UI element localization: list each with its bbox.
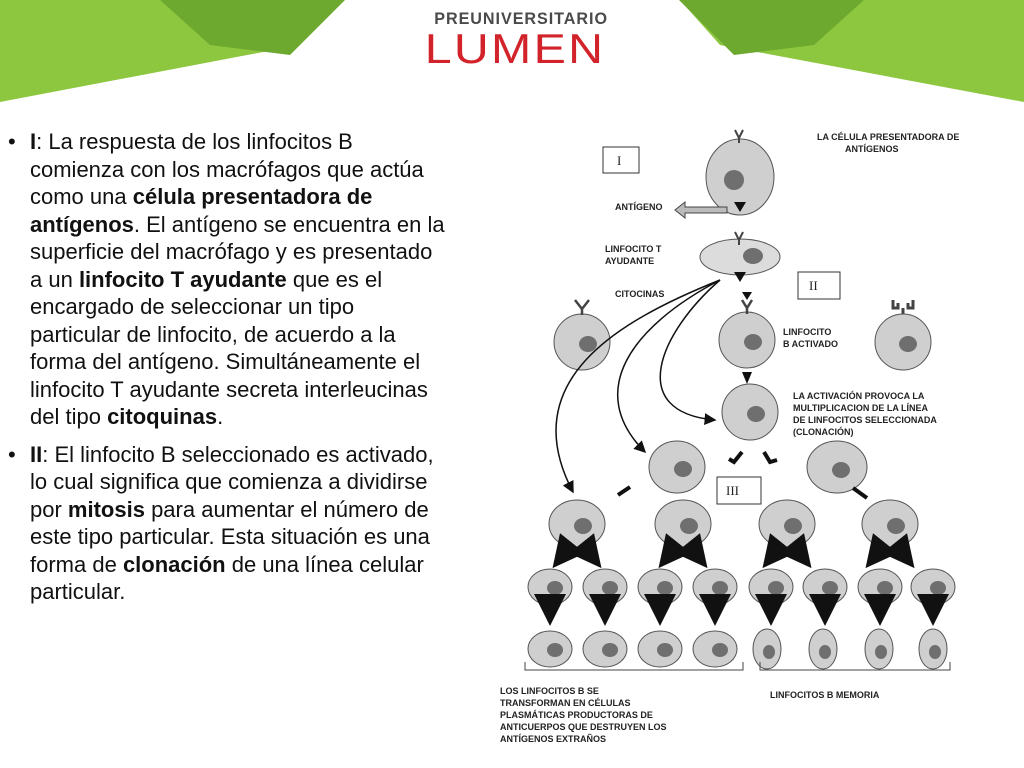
logo-main-text: LUMEN bbox=[424, 25, 606, 72]
box-i-label: I bbox=[617, 153, 621, 168]
bullet-bold-text: citoquinas bbox=[107, 404, 218, 429]
box-i: I bbox=[602, 146, 640, 174]
box-ii: II bbox=[797, 271, 841, 300]
cytokine-arrows bbox=[555, 279, 721, 494]
row5-cell-2 bbox=[582, 568, 628, 606]
label-t-helper-2: AYUDANTE bbox=[605, 256, 654, 266]
label-t-helper-1: LINFOCITO T bbox=[605, 244, 662, 254]
row4-arrow-right-3 bbox=[779, 533, 812, 569]
bullet-text: : El linfocito B seleccionado es activad… bbox=[30, 441, 434, 522]
bottom-brackets bbox=[524, 662, 951, 671]
row5-cell-8 bbox=[910, 568, 956, 606]
row5-cell-5 bbox=[748, 568, 794, 606]
bullet-marker: • bbox=[8, 129, 16, 154]
row4-cell-3 bbox=[758, 499, 816, 549]
memory-cell-3 bbox=[864, 628, 894, 670]
slide-text: • I: La respuesta de los linfocitos B com… bbox=[8, 128, 448, 616]
label-plasma-3: PLASMÁTICAS PRODUCTORAS DE bbox=[500, 710, 653, 720]
label-plasma-cells: LOS LINFOCITOS B SE TRANSFORMAN EN CÉLUL… bbox=[500, 686, 667, 742]
row4-arrow-left-4 bbox=[865, 533, 898, 569]
figure-title-line-2: ANTÍGENOS bbox=[845, 144, 899, 154]
t-helper-cell bbox=[699, 231, 781, 282]
memory-cell-4 bbox=[918, 628, 948, 670]
b-cell-left-receptor bbox=[553, 299, 611, 371]
row5-cell-4 bbox=[692, 568, 738, 606]
row4-arrow-right-4 bbox=[882, 533, 915, 569]
bullet-text: para aumentar el número de este tipo par… bbox=[30, 496, 430, 577]
bullet-text: que es el encargado de seleccionar un ti… bbox=[30, 266, 428, 430]
clone-cell-1 bbox=[721, 383, 779, 441]
bullet-text: . bbox=[217, 404, 224, 429]
label-activation-4: (CLONACIÓN) bbox=[793, 426, 854, 437]
clone-cell-3 bbox=[806, 440, 868, 494]
label-antigen: ANTÍGENO bbox=[615, 202, 663, 212]
cell-row-6 bbox=[527, 628, 948, 670]
brand-logo: PREUNIVERSITARIO LUMEN bbox=[425, 9, 608, 70]
clone-cell-2 bbox=[648, 440, 706, 494]
row4-cell-2 bbox=[654, 499, 712, 549]
label-plasma-4: ANTICUERPOS QUE DESTRUYEN LOS bbox=[500, 722, 667, 732]
bullet-bold-text: I bbox=[30, 129, 37, 154]
figure-title: LA CÉLULA PRESENTADORA DE ANTÍGENOS bbox=[817, 132, 959, 154]
memory-cell-2 bbox=[808, 628, 838, 670]
row5-cell-7 bbox=[857, 568, 903, 606]
figure-title-line-1: LA CÉLULA PRESENTADORA DE bbox=[817, 132, 959, 142]
plasma-cell-3 bbox=[637, 630, 683, 668]
row4-arrow-right-1 bbox=[569, 533, 602, 569]
plasma-cell-1 bbox=[527, 630, 573, 668]
immune-response-diagram: LA CÉLULA PRESENTADORA DE ANTÍGENOS I II… bbox=[500, 129, 959, 742]
label-activation-1: LA ACTIVACIÓN PROVOCA LA bbox=[793, 390, 925, 401]
label-activation-2: MULTIPLICACION DE LA LÍNEA bbox=[793, 403, 928, 413]
label-plasma-5: ANTÍGENOS EXTRAÑOS bbox=[500, 734, 606, 742]
memory-cell-1 bbox=[752, 628, 782, 670]
bullet-marker: • bbox=[8, 441, 16, 467]
row4-arrow-left-3 bbox=[762, 533, 795, 569]
bullet-bold-text: II bbox=[30, 441, 43, 467]
row5-cell-3 bbox=[637, 568, 683, 606]
row4-arrow-left-1 bbox=[552, 533, 585, 569]
bullet-2: • II: El linfocito B seleccionado es acti… bbox=[8, 441, 448, 606]
b-cell-activated bbox=[718, 292, 776, 384]
row5-cell-1 bbox=[527, 568, 573, 606]
row4-arrow-right-2 bbox=[675, 533, 708, 569]
label-memory: LINFOCITOS B MEMORIA bbox=[770, 690, 880, 700]
label-b-activated-2: B ACTIVADO bbox=[783, 339, 838, 349]
plasma-cell-4 bbox=[692, 630, 738, 668]
row4-arrow-left-2 bbox=[658, 533, 691, 569]
label-b-activated-1: LINFOCITO bbox=[783, 327, 831, 337]
bullet-bold-text: clonación bbox=[122, 551, 226, 577]
header-right-accent bbox=[679, 0, 864, 55]
cell-row-4 bbox=[548, 499, 919, 569]
box-ii-label: II bbox=[809, 278, 818, 293]
macrophage-cell bbox=[705, 129, 775, 216]
label-plasma-2: TRANSFORMAN EN CÉLULAS bbox=[500, 698, 631, 708]
bullet-1: • I: La respuesta de los linfocitos B com… bbox=[8, 128, 448, 431]
row4-cell-4 bbox=[861, 499, 919, 549]
plasma-cell-2 bbox=[582, 630, 628, 668]
header-band bbox=[0, 0, 1024, 102]
box-iii-label: III bbox=[726, 483, 739, 498]
division-arrows-iii bbox=[616, 450, 869, 500]
header-left-accent bbox=[160, 0, 345, 55]
bullet-bold-text: linfocito T ayudante bbox=[78, 266, 287, 292]
label-activation-3: DE LINFOCITOS SELECCIONADA bbox=[793, 415, 937, 425]
b-cell-right-receptor bbox=[874, 300, 932, 371]
logo-top-text: PREUNIVERSITARIO bbox=[434, 9, 608, 28]
bullet-text: . El antígeno se encuentra en la superfi… bbox=[30, 211, 445, 292]
row5-cell-6 bbox=[802, 568, 848, 606]
bullet-text: de una línea celular particular. bbox=[30, 551, 424, 605]
label-plasma-1: LOS LINFOCITOS B SE bbox=[500, 686, 599, 696]
bullet-bold-text: mitosis bbox=[67, 496, 145, 522]
label-cytokines: CITOCINAS bbox=[615, 289, 664, 299]
bullet-text: : La respuesta de los linfocitos B comie… bbox=[30, 129, 424, 209]
box-iii: III bbox=[716, 476, 762, 505]
bullet-bold-text: célula presentadora de antígenos bbox=[30, 184, 373, 237]
row4-cell-1 bbox=[548, 499, 606, 549]
antigen-arrow bbox=[674, 200, 728, 220]
cell-row-5 bbox=[527, 568, 956, 626]
